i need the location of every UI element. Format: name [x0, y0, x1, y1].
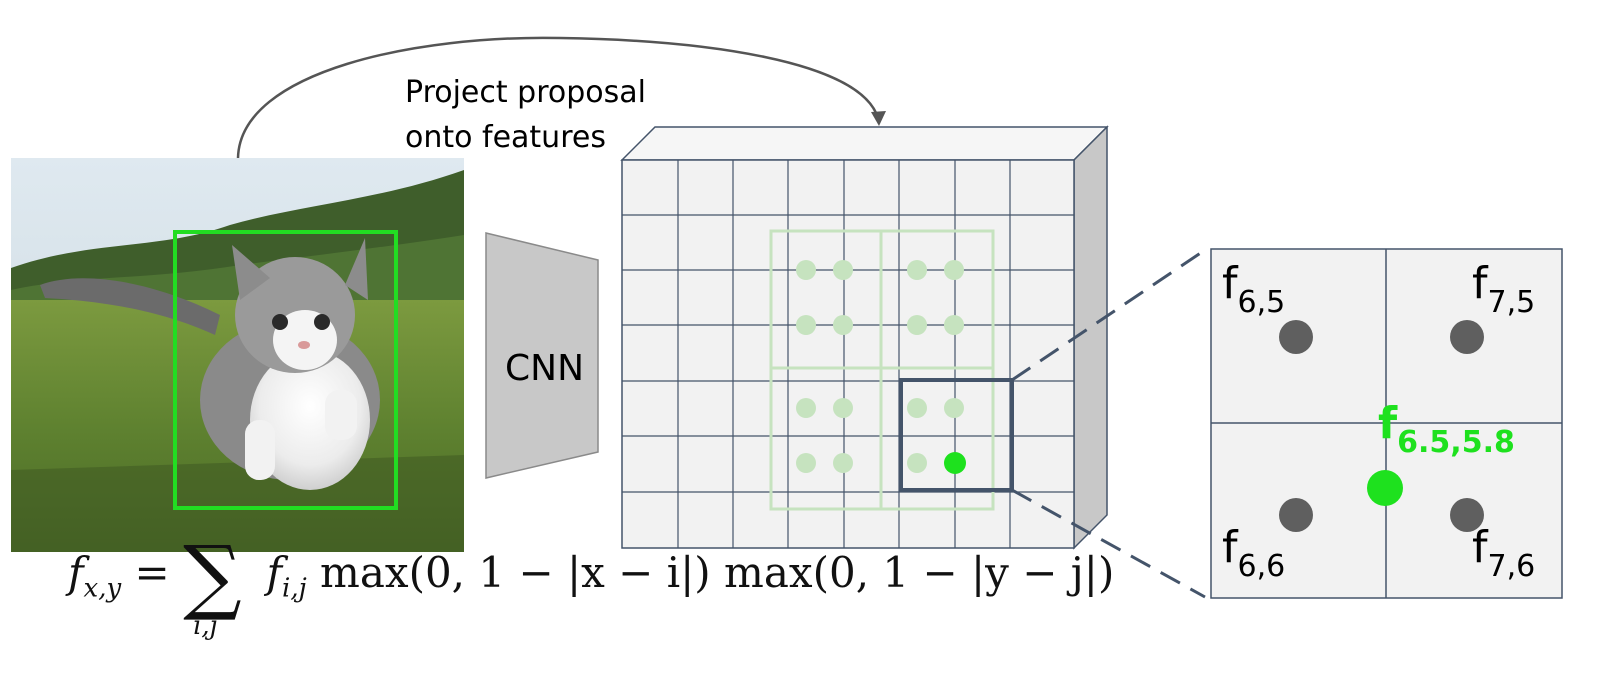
- formula-term-sub: i,j: [282, 573, 307, 604]
- interpolated-point: [1367, 470, 1403, 506]
- label-f66: f6,6: [1222, 522, 1285, 584]
- label-f76-base: f: [1472, 522, 1488, 573]
- label-f75-base: f: [1472, 258, 1488, 309]
- active-sample-point: [944, 452, 966, 474]
- corner-dot: [1279, 320, 1313, 354]
- zoom-line-bottom: [1011, 488, 1206, 599]
- label-f65: f6,5: [1222, 258, 1285, 320]
- label-f75: f7,5: [1472, 258, 1535, 320]
- projected-proposal: [769, 229, 995, 511]
- arrow-head-icon: [871, 111, 886, 126]
- zoomed-cell: [1210, 248, 1563, 599]
- label-f66-base: f: [1222, 522, 1238, 573]
- label-f65-base: f: [1222, 258, 1238, 309]
- sum-symbol: ∑i,j: [183, 529, 242, 641]
- cnn-label: CNN: [505, 348, 584, 389]
- formula-equals: =: [134, 548, 170, 597]
- label-sample-base: f: [1378, 398, 1398, 449]
- formula-rest: max(0, 1 − |x − i|) max(0, 1 − |y − j|): [320, 548, 1115, 597]
- kitten-photo: [11, 158, 464, 552]
- formula-lhs-sub: x,y: [83, 573, 122, 604]
- label-f75-sub: 7,5: [1487, 285, 1536, 320]
- label-f65-sub: 6,5: [1237, 285, 1286, 320]
- label-sample: f6.5,5.8: [1378, 398, 1515, 460]
- projection-arrow: [236, 36, 880, 159]
- feature-map: [620, 125, 1109, 550]
- cnn-block: [485, 232, 599, 479]
- corner-dot: [1450, 320, 1484, 354]
- sample-points: [796, 260, 964, 473]
- label-f66-sub: 6,6: [1237, 549, 1286, 584]
- sum-subscript: i,j: [193, 611, 218, 641]
- formula-lhs: f: [68, 548, 84, 597]
- label-f76-sub: 7,6: [1487, 549, 1536, 584]
- corner-dot: [1279, 498, 1313, 532]
- highlight-cell: [899, 378, 1014, 492]
- corner-dot: [1450, 498, 1484, 532]
- formula-term: f: [266, 548, 282, 597]
- zoom-line-top: [1011, 248, 1206, 382]
- label-sample-sub: 6.5,5.8: [1397, 425, 1515, 460]
- bilinear-formula: fx,y = ∑i,j fi,j max(0, 1 − |x − i|) max…: [68, 529, 1115, 641]
- projection-caption-line2: onto features: [405, 120, 606, 155]
- projection-caption: Project proposal onto features: [405, 70, 646, 160]
- projection-caption-line1: Project proposal: [405, 75, 646, 110]
- feature-grid: [622, 160, 1074, 548]
- proposal-box: [173, 230, 398, 510]
- label-f76: f7,6: [1472, 522, 1535, 584]
